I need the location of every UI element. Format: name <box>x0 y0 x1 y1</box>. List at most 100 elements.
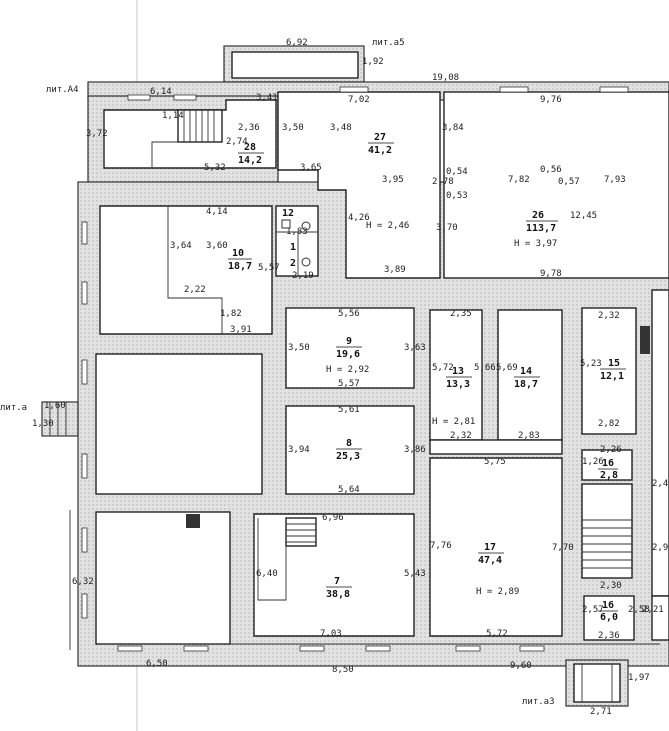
dim-564: 5,64 <box>338 485 360 495</box>
room-number-14: 14 <box>520 366 532 377</box>
dim-394: 3,94 <box>288 445 310 455</box>
dim-258: 2,58 <box>628 605 650 615</box>
stair-7 <box>257 517 317 601</box>
room-number-15: 15 <box>608 358 620 369</box>
height-26: Н = 3,97 <box>514 239 557 249</box>
dim-557b: 5,57 <box>338 379 360 389</box>
dim-341: 3,41 <box>256 93 278 103</box>
room-area-9: 19,6 <box>336 349 360 360</box>
dim-257: 2,57 <box>582 605 604 615</box>
dim-057: 0,57 <box>558 177 580 187</box>
dim-370: 3,70 <box>436 223 458 233</box>
dim-391: 3,91 <box>230 325 252 335</box>
dim-414: 4,14 <box>206 207 228 217</box>
height-labels: Н = 2,46 Н = 3,97 Н = 2,92 Н = 2,81 Н = … <box>326 221 557 597</box>
dim-557a: 5,57 <box>258 263 280 273</box>
dim-192: 1,92 <box>362 57 384 67</box>
room-area-26: 113,7 <box>526 223 556 234</box>
dim-386: 3,86 <box>404 445 426 455</box>
dim-350: 3,50 <box>282 123 304 133</box>
dim-360: 3,60 <box>206 241 228 251</box>
room-number-9: 9 <box>346 336 352 347</box>
dim-543: 5,43 <box>404 569 426 579</box>
room-number-7: 7 <box>334 576 340 587</box>
room-area-14: 18,7 <box>514 379 538 390</box>
dim-219: 2,19 <box>292 271 314 281</box>
room-area-28: 14,2 <box>238 155 262 166</box>
height-27: Н = 2,46 <box>366 221 409 231</box>
dim-236b: 2,36 <box>598 631 620 641</box>
room-number-1: 1 <box>290 242 296 253</box>
dim-197: 1,97 <box>628 673 650 683</box>
dim-365: 3,65 <box>300 163 322 173</box>
dim-575: 5,75 <box>484 457 506 467</box>
toilet-icon <box>281 219 311 267</box>
dim-278: 2,78 <box>432 177 454 187</box>
room-area-15: 12,1 <box>600 371 624 382</box>
dim-569: 5,69 <box>496 363 518 373</box>
dim-850: 8,50 <box>332 665 354 675</box>
dim-566: 5,66 <box>474 363 496 373</box>
dim-363: 3,63 <box>404 343 426 353</box>
dim-696: 6,96 <box>322 513 344 523</box>
dim-372: 3,72 <box>86 129 108 139</box>
room-number-27: 27 <box>374 132 386 143</box>
dim-232a: 2,32 <box>598 311 620 321</box>
dim-782: 7,82 <box>508 175 530 185</box>
dim-274: 2,74 <box>226 137 248 147</box>
room-number-26: 26 <box>532 210 544 221</box>
room-number-16a: 16 <box>602 458 614 469</box>
dimension-labels: 6,92 1,92 19,08 6,14 7,02 9,76 3,41 3,72… <box>32 38 669 717</box>
room-area-10: 18,7 <box>228 261 252 272</box>
room-number-12: 12 <box>282 208 294 219</box>
dim-126: 1,26 <box>582 457 604 467</box>
dim-572: 5,72 <box>432 363 454 373</box>
dim-310: 1,14 <box>162 111 184 121</box>
room-area-16a: 2,8 <box>600 470 618 481</box>
dim-053: 0,53 <box>446 191 468 201</box>
label-lit-a5: лит.а5 <box>372 38 405 48</box>
dim-776: 7,76 <box>430 541 452 551</box>
dim-236: 2,36 <box>238 123 260 133</box>
dim-793: 7,93 <box>604 175 626 185</box>
dim-650: 6,50 <box>146 659 168 669</box>
room-number-10: 10 <box>232 248 244 259</box>
dim-282: 2,82 <box>598 419 620 429</box>
dim-532: 5,32 <box>204 163 226 173</box>
dim-978: 9,78 <box>540 269 562 279</box>
dim-056: 0,56 <box>540 165 562 175</box>
dim-389: 3,89 <box>384 265 406 275</box>
dim-271: 2,71 <box>590 707 612 717</box>
dim-561: 5,61 <box>338 405 360 415</box>
room-area-13: 13,3 <box>446 379 470 390</box>
dim-960: 9,60 <box>510 661 532 671</box>
porch-lit-a3 <box>565 659 629 707</box>
dim-703: 7,03 <box>320 629 342 639</box>
stair-28 <box>151 109 223 168</box>
dim-976: 9,76 <box>540 95 562 105</box>
stair-right <box>582 519 632 569</box>
room-area-17: 47,4 <box>478 555 502 566</box>
dim-632: 6,32 <box>72 577 94 587</box>
chimney-block-right <box>640 326 650 354</box>
height-9: Н = 2,92 <box>326 365 369 375</box>
dim-523: 5,23 <box>580 359 602 369</box>
dim-350b: 3,50 <box>288 343 310 353</box>
room-number-2: 2 <box>290 258 296 269</box>
label-lit-a4: лит.А4 <box>46 85 79 95</box>
dim-221: 2,21 <box>642 605 664 615</box>
height-13: Н = 2,81 <box>432 417 475 427</box>
dim-130: 1,30 <box>32 419 54 429</box>
dim-054: 0,54 <box>446 167 468 177</box>
room-area-8: 25,3 <box>336 451 360 462</box>
dimension-lines <box>69 45 669 650</box>
dim-1245: 12,45 <box>570 211 597 221</box>
dim-770: 7,70 <box>552 543 574 553</box>
rooms <box>95 91 669 645</box>
dim-384: 3,84 <box>442 123 464 133</box>
room-number-16b: 16 <box>602 600 614 611</box>
dim-244: 2,44 <box>652 479 669 489</box>
room-area-7: 38,8 <box>326 589 350 600</box>
room-number-13: 13 <box>452 366 464 377</box>
